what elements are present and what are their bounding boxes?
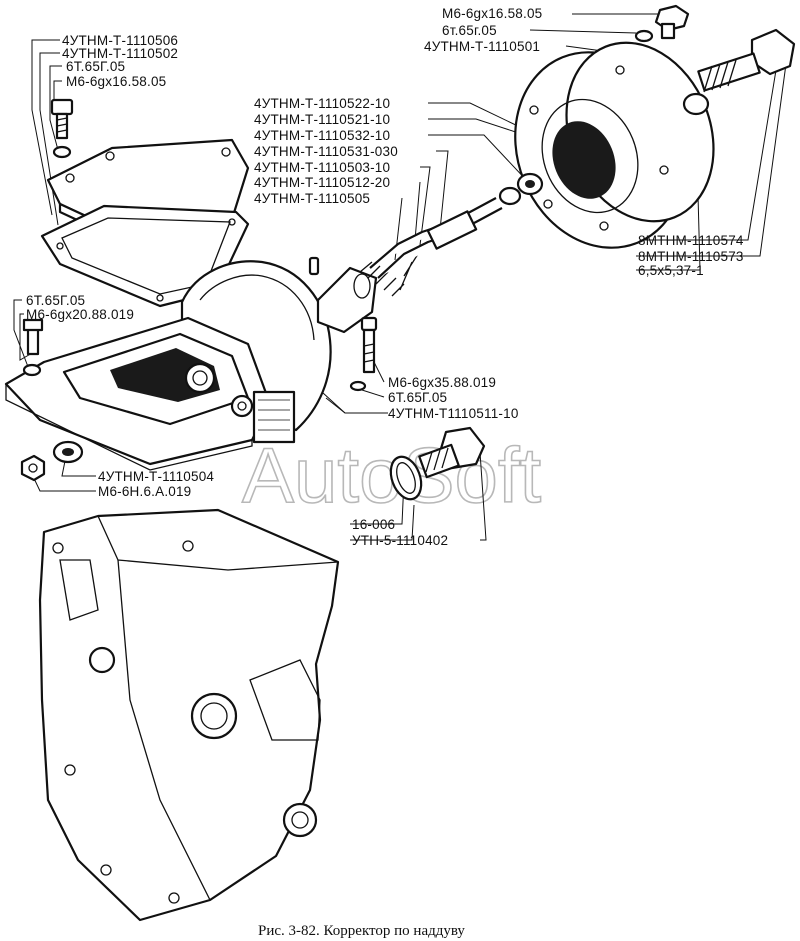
label-bushing-a: 8МТНМ-1110574 (638, 233, 744, 248)
part-labels: 4УТНМ-Т-1110506 4УТНМ-Т-1110502 6Т.65Г.0… (26, 6, 744, 548)
cover-bolt (50, 98, 74, 159)
label-long-bolt: М6-6gх35.88.019 (388, 375, 496, 390)
label-ring: 16-006 (352, 517, 395, 532)
label-left-washer: 6Т.65Г.05 (26, 293, 85, 308)
left-bolt (22, 318, 44, 377)
label-cover-washer: 6Т.65Г.05 (66, 59, 125, 74)
label-seal-a: 4УТНМ-Т-1110522-10 (254, 96, 390, 111)
label-body: 4УТНМ-Т1110511-10 (388, 406, 519, 421)
label-flange: 4УТНМ-Т-1110501 (424, 39, 540, 54)
label-plunger: 4УТНМ-Т-1110505 (254, 191, 370, 206)
drain-plug (389, 426, 486, 501)
long-bolt (349, 316, 378, 392)
seal-washer (516, 172, 544, 196)
label-nut: М6-6Н.6.А.019 (98, 484, 191, 499)
label-bushing-b: 8МТНМ-1110573 (638, 249, 744, 264)
label-pin: 6,5х5,37-1 (638, 263, 704, 278)
label-top-washer: 6т.65г.05 (442, 23, 497, 38)
label-rod: 4УТНМ-Т-1110503-10 (254, 160, 390, 175)
label-sleeve: 4УТНМ-Т-1110512-20 (254, 175, 390, 190)
label-top-bolt: М6-6gх16.58.05 (442, 6, 542, 21)
diaphragm-flange (514, 41, 715, 249)
label-plug: УТН-5-1110402 (352, 533, 448, 548)
right-bolt (682, 28, 796, 116)
label-cover-bolt: М6-6gх16.58.05 (66, 74, 166, 89)
gear-housing (38, 508, 340, 922)
label-spring: 4УТНМ-Т-1110531-030 (254, 144, 398, 159)
figure-caption: Рис. 3-82. Корректор по наддуву (258, 923, 465, 939)
top-bolt (634, 4, 690, 43)
label-gasket: 4УТНМ-Т-1110502 (62, 46, 178, 61)
nipple (20, 440, 84, 482)
label-cover: 4УТНМ-Т-1110506 (62, 33, 178, 48)
spring-rod-assembly (316, 186, 522, 334)
dowel-pin (308, 256, 320, 276)
label-seal-c: 4УТНМ-Т-1110532-10 (254, 128, 390, 143)
label-seal-b: 4УТНМ-Т-1110521-10 (254, 112, 390, 127)
label-left-bolt: М6-6gх20.88.019 (26, 307, 134, 322)
label-nipple: 4УТНМ-Т-1110504 (98, 469, 214, 484)
corrector-body (4, 260, 332, 471)
label-long-washer: 6Т.65Г.05 (388, 390, 447, 405)
